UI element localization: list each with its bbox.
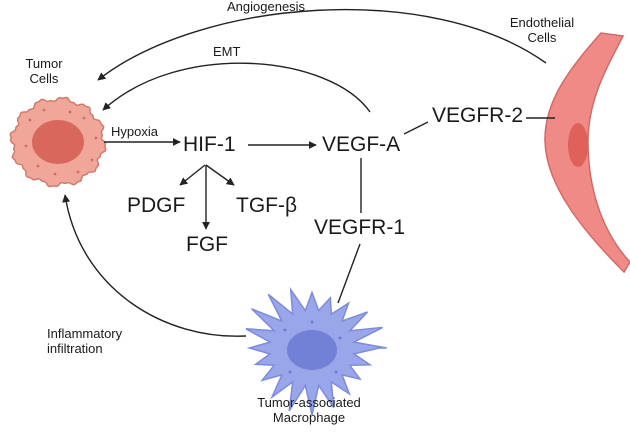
- hypoxia-label: Hypoxia: [111, 124, 158, 139]
- inflammatory-arrow: [62, 194, 247, 337]
- hif1-to-pdgf-arrow: [179, 164, 206, 186]
- tgfb-label: TGF-β: [236, 194, 298, 217]
- hif1-to-tgfb-arrow: [205, 164, 235, 186]
- vegfa-vegfr2-line: [403, 121, 429, 135]
- pdgf-label: PDGF: [127, 194, 186, 217]
- vegfa-label: VEGF-A: [322, 133, 401, 156]
- tumor-cell-icon: [9, 96, 107, 188]
- emt-arrow: [102, 62, 371, 113]
- vegfr2-label: VEGFR-2: [432, 104, 524, 127]
- angiogenesis-label: Angiogenesis: [227, 0, 306, 14]
- hif1-label: HIF-1: [183, 133, 236, 156]
- fgf-label: FGF: [186, 233, 228, 256]
- vegfr1-label: VEGFR-1: [314, 216, 406, 239]
- macrophage-icon: [245, 286, 387, 416]
- emt-label: EMT: [213, 44, 241, 59]
- endothelial-cell-icon: [544, 32, 630, 274]
- angiogenesis-arrow: [97, 8, 547, 81]
- vegfr1-macrophage-line: [337, 243, 361, 304]
